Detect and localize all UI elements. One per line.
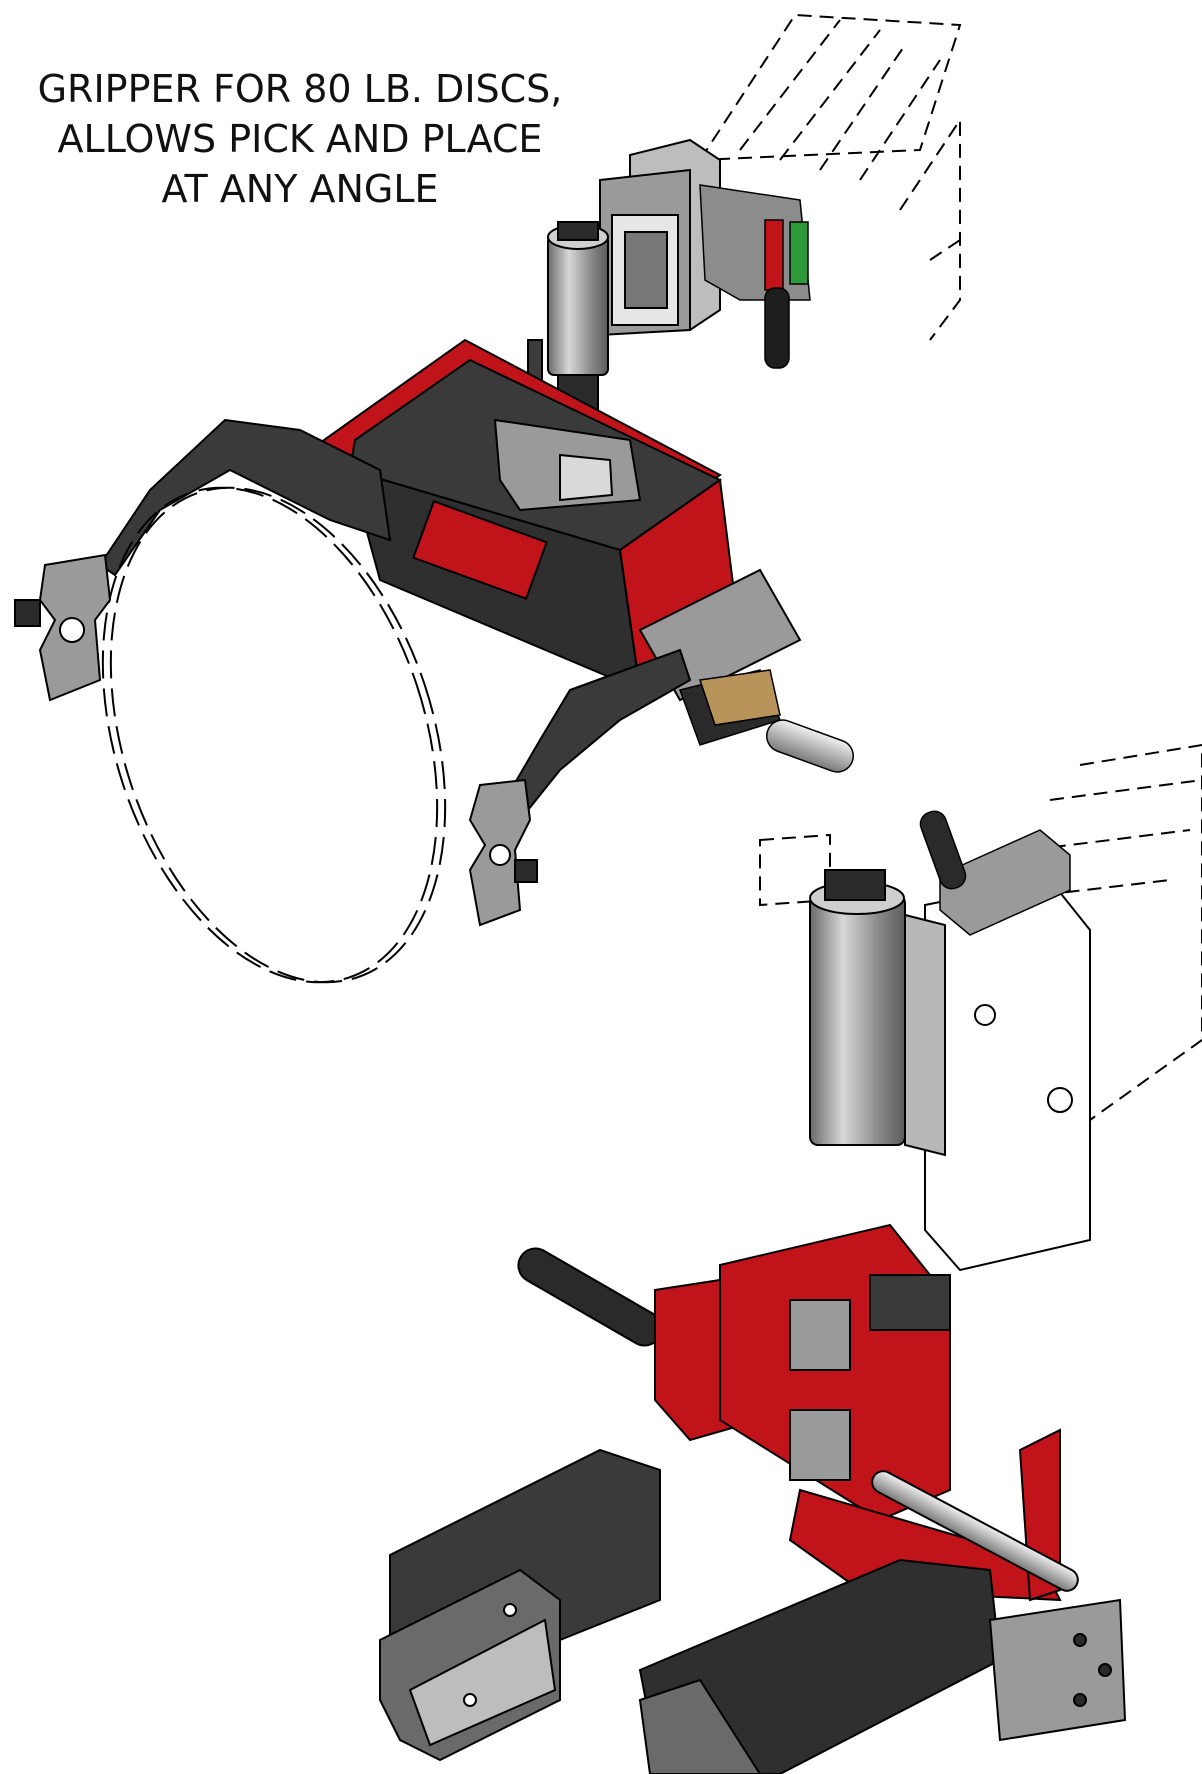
caption-line-1: GRIPPER FOR 80 LB. DISCS,	[37, 67, 563, 111]
top-brass-fitting	[679, 669, 855, 773]
bottom-right-jaw	[638, 1558, 1127, 1774]
bottom-valve-block	[919, 810, 1071, 936]
bottom-mount-plate	[924, 878, 1091, 1272]
bottom-guide-rod	[871, 1470, 1079, 1592]
top-finger-jaw-upper	[14, 553, 112, 702]
top-robot-arm-outline	[698, 13, 962, 341]
bottom-lever-handle	[517, 1247, 663, 1347]
caption: GRIPPER FOR 80 LB. DISCS, ALLOWS PICK AN…	[0, 64, 600, 214]
top-valve-block	[699, 184, 811, 369]
caption-line-2: ALLOWS PICK AND PLACE	[57, 117, 543, 161]
top-gripper-body	[308, 338, 802, 702]
bottom-red-frame	[654, 1223, 1062, 1602]
top-mount-bracket	[599, 138, 721, 337]
disc-outline	[101, 486, 447, 984]
top-finger-jaw-lower	[468, 778, 538, 927]
top-gripper-arm-upper	[98, 418, 392, 577]
bottom-rotary-cylinder	[809, 869, 946, 1157]
caption-line-3: AT ANY ANGLE	[161, 167, 439, 211]
bottom-left-jaw	[379, 1448, 661, 1762]
